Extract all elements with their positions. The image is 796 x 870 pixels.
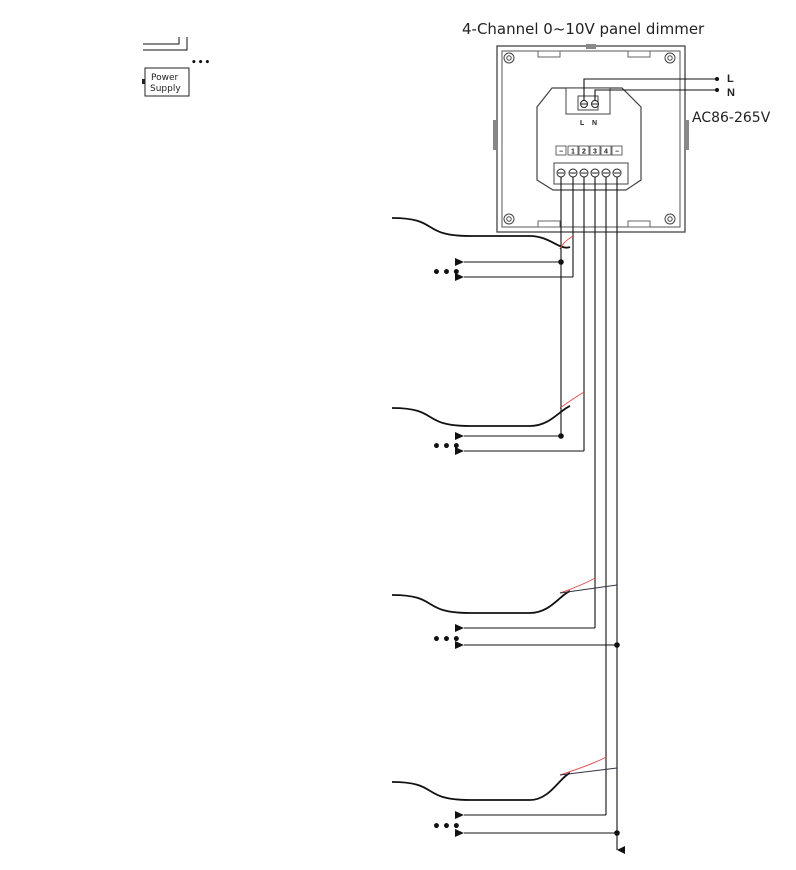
dimmer-top-tab xyxy=(586,44,596,49)
junction-dot xyxy=(614,642,620,648)
junction-dot xyxy=(614,830,620,836)
more-indicator: ••• xyxy=(191,58,211,68)
output-terminal-label: − xyxy=(615,149,619,156)
output-terminal-label-box xyxy=(611,145,623,156)
junction-dot xyxy=(558,433,564,439)
output-terminal-label: − xyxy=(559,149,563,156)
control-bus: ••• ••• ••• ••• xyxy=(391,177,625,854)
signal-red-wire xyxy=(559,756,607,776)
signal-cable xyxy=(391,590,571,614)
connection-dot xyxy=(715,77,719,81)
panel-dimmer: 4-Channel 0~10V panel dimmer L N L N AC8… xyxy=(462,20,771,233)
screw-terminal-icon xyxy=(591,100,599,108)
screw-terminal-icon xyxy=(590,168,600,178)
l-label: L xyxy=(727,73,734,85)
dimmer-right-tab xyxy=(685,120,689,150)
connection-dot xyxy=(715,88,719,92)
line-wire xyxy=(583,78,717,101)
screw-hole-icon xyxy=(664,213,676,225)
svg-text:Supply: Supply xyxy=(150,84,181,94)
screw-terminal-icon xyxy=(579,168,589,178)
output-terminal-label: 2 xyxy=(582,149,586,156)
output-terminal-label-box xyxy=(589,145,601,156)
dimmer-inner-frame xyxy=(501,50,681,228)
more-indicator: ••• xyxy=(432,632,462,648)
neutral-wire xyxy=(594,89,717,101)
dimmer-clip xyxy=(537,50,561,58)
screw-hole-icon xyxy=(503,213,515,225)
screw-terminal-icon xyxy=(601,168,611,178)
signal-red-wire xyxy=(559,577,596,594)
signal-red-wire xyxy=(559,391,585,409)
screw-terminal-icon xyxy=(580,100,588,108)
terminal-label-l: L xyxy=(580,120,585,127)
signal-cable xyxy=(391,217,571,249)
screw-terminal-icon xyxy=(612,168,622,178)
signal-cable xyxy=(391,772,571,801)
dimmer-left-tab xyxy=(493,120,497,150)
screw-terminal-icon xyxy=(568,168,578,178)
legend-power-supply: ••• Power Supply xyxy=(142,37,211,97)
output-terminal-label-box xyxy=(578,145,590,156)
dimmer-clip xyxy=(627,220,651,228)
more-indicator: ••• xyxy=(432,439,462,455)
junction-dot xyxy=(558,259,564,265)
output-terminal-label-box xyxy=(600,145,612,156)
voltage-label: AC86-265V xyxy=(692,110,771,126)
more-indicator: ••• xyxy=(432,819,462,835)
dimmer-clip xyxy=(537,220,561,228)
signal-ground-wire xyxy=(559,767,618,776)
dimmer-clip xyxy=(627,50,651,58)
signal-ground-wire xyxy=(559,247,562,250)
output-terminal-label-box xyxy=(555,145,567,156)
screw-hole-icon xyxy=(503,52,515,64)
screw-hole-icon xyxy=(664,52,676,64)
output-terminal-label: 3 xyxy=(593,149,597,156)
more-indicator: ••• xyxy=(432,265,462,281)
dimmer-title: 4-Channel 0~10V panel dimmer xyxy=(462,20,705,38)
output-terminal-label: 4 xyxy=(604,149,608,156)
screw-terminal-icon xyxy=(556,168,566,178)
output-terminal-label-box xyxy=(567,145,579,156)
signal-ground-wire xyxy=(559,584,618,594)
n-label: N xyxy=(727,87,735,99)
terminal-label-n: N xyxy=(592,120,597,127)
output-terminal-label: 1 xyxy=(571,149,575,156)
svg-text:Power: Power xyxy=(151,73,179,83)
signal-cable xyxy=(391,405,571,427)
